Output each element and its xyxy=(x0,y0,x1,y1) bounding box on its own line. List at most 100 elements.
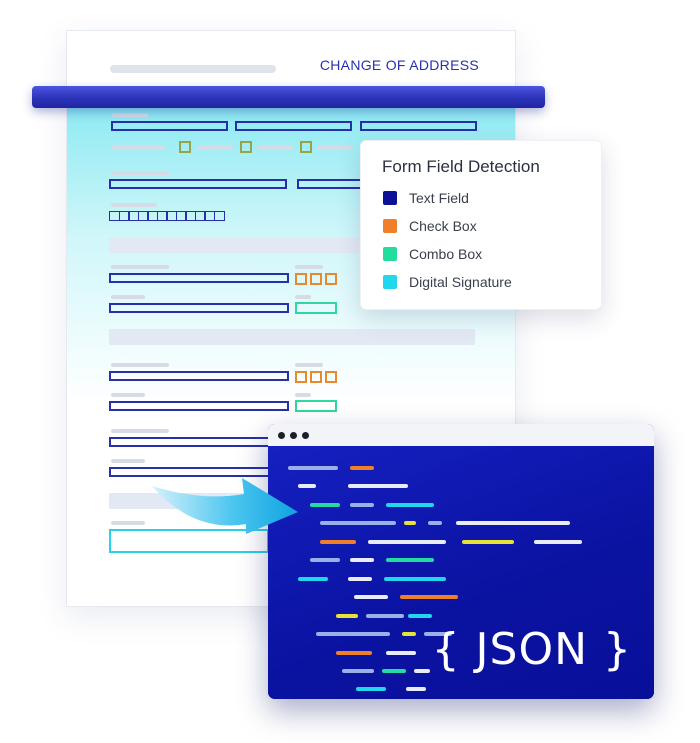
window-dot-icon xyxy=(278,432,285,439)
placeholder-line xyxy=(295,295,311,299)
placeholder-line xyxy=(111,393,145,397)
legend-label: Check Box xyxy=(409,218,477,234)
check-box-swatch xyxy=(383,219,397,233)
combo-box xyxy=(295,302,337,314)
code-line xyxy=(320,521,396,525)
placeholder-line xyxy=(111,429,169,433)
code-line xyxy=(298,577,328,581)
digital-signature-swatch xyxy=(383,275,397,289)
code-line xyxy=(336,651,372,655)
code-line xyxy=(354,595,388,599)
code-line xyxy=(384,577,446,581)
text-field xyxy=(109,371,289,381)
code-line xyxy=(382,669,406,673)
json-output-window: { JSON } xyxy=(268,424,654,699)
placeholder-line xyxy=(317,146,353,150)
code-line xyxy=(350,503,374,507)
placeholder-line xyxy=(295,363,323,367)
code-line xyxy=(316,632,390,636)
text-field xyxy=(109,273,289,283)
code-line xyxy=(288,466,338,470)
code-line xyxy=(408,614,432,618)
code-line xyxy=(310,503,340,507)
placeholder-line xyxy=(111,363,169,367)
placeholder-line xyxy=(111,203,157,207)
code-line xyxy=(386,558,434,562)
text-field xyxy=(109,303,289,313)
legend-label: Combo Box xyxy=(409,246,483,262)
code-line xyxy=(350,558,374,562)
combo-box-swatch xyxy=(383,247,397,261)
code-line xyxy=(414,669,430,673)
check-box xyxy=(310,273,322,285)
code-line xyxy=(310,558,340,562)
code-line xyxy=(400,595,458,599)
code-line xyxy=(386,651,416,655)
section-band xyxy=(109,329,475,345)
text-field-swatch xyxy=(383,191,397,205)
legend-item-text-field: Text Field xyxy=(383,189,469,207)
code-line xyxy=(348,484,408,488)
code-line xyxy=(320,540,356,544)
window-title-bar xyxy=(268,424,654,446)
placeholder-line xyxy=(197,146,233,150)
combo-box xyxy=(295,400,337,412)
text-field xyxy=(109,437,289,447)
text-field xyxy=(111,121,228,131)
placeholder-line xyxy=(111,295,145,299)
flow-arrow-icon xyxy=(152,478,298,534)
code-line xyxy=(404,521,416,525)
code-line xyxy=(366,614,404,618)
code-line xyxy=(456,521,570,525)
code-line xyxy=(298,484,316,488)
placeholder-line xyxy=(111,146,165,150)
window-dot-icon xyxy=(302,432,309,439)
code-line xyxy=(462,540,514,544)
legend-panel: Form Field Detection Text Field Check Bo… xyxy=(360,140,602,310)
scanner-bar xyxy=(32,86,545,108)
check-box xyxy=(310,371,322,383)
placeholder-line xyxy=(111,171,169,175)
comb-text-field xyxy=(109,211,225,221)
code-area xyxy=(268,446,654,699)
check-box xyxy=(325,273,337,285)
legend-item-digital-signature: Digital Signature xyxy=(383,273,512,291)
legend-item-check-box: Check Box xyxy=(383,217,477,235)
placeholder-line xyxy=(111,459,145,463)
placeholder-line xyxy=(295,265,323,269)
check-box xyxy=(325,371,337,383)
legend-title: Form Field Detection xyxy=(382,157,540,176)
placeholder-line xyxy=(111,521,145,525)
code-line xyxy=(428,521,442,525)
text-field xyxy=(235,121,352,131)
placeholder-line xyxy=(111,265,169,269)
check-box xyxy=(240,141,252,153)
code-line xyxy=(348,577,372,581)
code-line xyxy=(368,540,446,544)
code-line xyxy=(424,632,452,636)
code-line xyxy=(342,669,374,673)
text-field xyxy=(109,401,289,411)
check-box xyxy=(295,273,307,285)
legend-label: Digital Signature xyxy=(409,274,512,290)
code-line xyxy=(402,632,416,636)
placeholder-line xyxy=(112,113,148,117)
placeholder-line xyxy=(257,146,293,150)
text-field xyxy=(109,179,287,189)
doc-header-placeholder xyxy=(110,65,276,73)
check-box xyxy=(179,141,191,153)
code-line xyxy=(356,687,386,691)
code-line xyxy=(406,687,426,691)
check-box xyxy=(300,141,312,153)
legend-item-combo-box: Combo Box xyxy=(383,245,482,263)
check-box xyxy=(295,371,307,383)
form-document: CHANGE OF ADDRESS xyxy=(66,30,516,607)
code-line xyxy=(350,466,374,470)
code-line xyxy=(336,614,358,618)
json-label: { JSON } xyxy=(431,624,632,675)
code-line xyxy=(386,503,434,507)
code-line xyxy=(534,540,582,544)
placeholder-line xyxy=(295,393,311,397)
window-dot-icon xyxy=(290,432,297,439)
section-band xyxy=(109,237,359,253)
